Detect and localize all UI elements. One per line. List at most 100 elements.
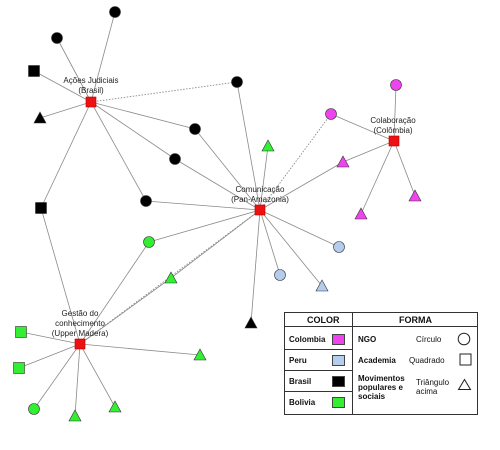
edge-aj-n6 xyxy=(90,101,196,130)
legend-swatch-peru xyxy=(332,355,345,366)
edge-co-c1 xyxy=(393,84,397,142)
legend-forma-header: FORMA xyxy=(399,315,432,325)
legend-country-colombia: Colombia xyxy=(289,335,326,344)
legend: COLOR FORMA Colombia NGO Círculo Peru Ac… xyxy=(284,312,478,415)
node-n3-square xyxy=(28,65,40,77)
network-edges xyxy=(18,11,416,417)
edge-cm-b2 xyxy=(148,209,261,243)
node-b7-circle xyxy=(28,403,40,415)
legend-form-academia: Academia xyxy=(358,356,396,365)
legend-form-triangulo: Triângulo acima xyxy=(416,378,450,396)
node-p3-tri xyxy=(315,279,329,292)
node-b4-tri xyxy=(193,348,207,361)
node-c5-tri xyxy=(408,189,422,202)
node-b9-tri xyxy=(108,400,122,413)
gestao-sublabel-region: (Upper Madera) xyxy=(52,329,109,338)
edge-cm-p2 xyxy=(259,209,281,276)
node-b5-square xyxy=(15,326,27,338)
edge-cm-n5 xyxy=(236,81,261,211)
node-b6-square xyxy=(13,362,25,374)
edge-cm-p3 xyxy=(259,209,323,287)
edge-aj-n2 xyxy=(56,37,92,103)
edge-ge-b4 xyxy=(79,343,201,356)
legend-form-movimentos: Movimentos populares e sociais xyxy=(358,374,405,401)
edge-co-c3 xyxy=(342,140,395,163)
edge-aj-n5 xyxy=(90,81,238,103)
edge-aj-n1 xyxy=(90,11,116,103)
edge-aj-n8 xyxy=(90,101,147,202)
edge-co-c5 xyxy=(393,140,416,197)
edge-co-c2 xyxy=(330,113,395,142)
square-icon xyxy=(459,353,472,366)
edge-co-c4 xyxy=(360,140,395,215)
legend-swatch-bolivia xyxy=(332,397,345,408)
edge-ge-b2 xyxy=(79,241,150,345)
node-n8-circle xyxy=(140,195,152,207)
comunicacao-label: Comunicação xyxy=(236,185,285,194)
node-n9-square xyxy=(35,202,47,214)
node-b1-tri xyxy=(261,139,275,152)
edge-ge-b3 xyxy=(79,277,172,345)
comunicacao-hub xyxy=(254,204,266,216)
edge-ge-b8 xyxy=(74,343,81,417)
edge-aj-n7 xyxy=(90,101,176,160)
edge-ge-b9 xyxy=(79,343,116,408)
colaboracao-sublabel: (Colômbia) xyxy=(373,126,412,135)
edge-ge-b5 xyxy=(20,331,81,345)
node-p1-circle xyxy=(333,241,345,253)
legend-divider xyxy=(352,313,353,414)
edge-cm-b3 xyxy=(170,209,261,279)
legend-swatch-colombia xyxy=(332,334,345,345)
legend-form-ngo: NGO xyxy=(358,335,377,344)
triangle-icon xyxy=(457,378,472,390)
legend-divider xyxy=(285,326,477,327)
node-n2-circle xyxy=(51,32,63,44)
node-c1-circle xyxy=(390,79,402,91)
edge-cm-n8 xyxy=(145,200,261,211)
legend-country-bolivia: Bolivia xyxy=(289,398,316,407)
node-c3-tri xyxy=(336,155,350,168)
legend-form-quadrado: Quadrado xyxy=(409,356,445,365)
node-n6-circle xyxy=(189,123,201,135)
node-n4-tri xyxy=(33,111,47,124)
edge-aj-n9 xyxy=(40,101,92,209)
edge-cm-n7 xyxy=(174,158,261,211)
edge-ge-n9 xyxy=(40,207,81,345)
edge-cm-p1 xyxy=(259,209,340,248)
edge-cm-b1 xyxy=(259,145,269,211)
edge-aj-n3 xyxy=(33,70,92,103)
comunicacao-sublabel: (Pan-Amazonia) xyxy=(231,195,289,204)
colaboracao-hub xyxy=(388,135,400,147)
edge-cm-n6 xyxy=(194,128,261,211)
circle-icon xyxy=(457,332,471,346)
gestao-sublabel: conhecimento xyxy=(55,319,105,328)
legend-divider xyxy=(285,349,352,350)
edge-ge-b6 xyxy=(18,343,81,369)
node-p2-circle xyxy=(274,269,286,281)
network-nodes xyxy=(13,6,422,422)
colaboracao-label: Colaboração xyxy=(370,116,416,125)
legend-swatch-brasil xyxy=(332,376,345,387)
node-n1-circle xyxy=(109,6,121,18)
node-c2-circle xyxy=(325,108,337,120)
acoes-judiciais-label: Ações Judiciais xyxy=(63,76,118,85)
legend-country-peru: Peru xyxy=(289,356,307,365)
acoes-judiciais-sublabel: (Brasil) xyxy=(78,86,104,95)
edge-cm-n10 xyxy=(250,209,261,324)
node-b8-tri xyxy=(68,409,82,422)
node-n10-tri xyxy=(244,316,258,329)
legend-form-circulo: Círculo xyxy=(416,335,442,344)
node-n5-circle xyxy=(231,76,243,88)
edge-cm-c2 xyxy=(259,113,332,211)
edge-ge-b7 xyxy=(33,343,81,410)
legend-divider xyxy=(285,370,352,371)
node-b2-circle xyxy=(143,236,155,248)
gestao-hub xyxy=(74,338,86,350)
gestao-label: Gestão do xyxy=(62,309,99,318)
acoes-judiciais-hub xyxy=(85,96,97,108)
node-n7-circle xyxy=(169,153,181,165)
edge-aj-n4 xyxy=(39,101,92,119)
legend-color-header: COLOR xyxy=(307,315,340,325)
legend-divider xyxy=(285,391,352,392)
